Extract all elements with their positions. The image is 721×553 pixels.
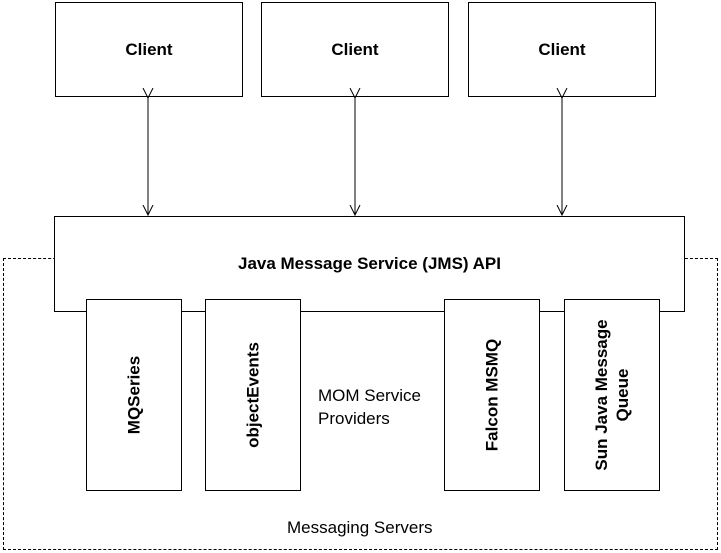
- provider-label-sun-java-message-queue: Sun Java Message Queue: [591, 319, 633, 470]
- provider-box-falcon-msmq: Falcon MSMQ: [444, 299, 540, 491]
- jms-api-box: Java Message Service (JMS) API: [54, 216, 685, 312]
- mom-label-line-2: Providers: [318, 409, 390, 428]
- provider-box-objectevents: objectEvents: [205, 299, 301, 491]
- provider-label-objectevents: objectEvents: [243, 342, 264, 448]
- client-box-1: Client: [55, 2, 243, 97]
- messaging-servers-label: Messaging Servers: [287, 518, 433, 537]
- client-box-3: Client: [468, 2, 656, 97]
- provider-label-line-1: Sun Java Message: [592, 319, 611, 471]
- provider-box-mqseries: MQSeries: [86, 299, 182, 491]
- jms-api-label: Java Message Service (JMS) API: [237, 254, 501, 273]
- provider-label-line: Falcon MSMQ: [482, 338, 502, 452]
- client-label-3: Client: [538, 39, 586, 59]
- client-label-2: Client: [331, 39, 379, 59]
- client-label-1: Client: [125, 39, 173, 59]
- provider-label-line: MQSeries: [124, 355, 144, 435]
- provider-label-line-2: Queue: [613, 368, 632, 422]
- provider-label-mqseries: MQSeries: [124, 356, 145, 434]
- client-box-2: Client: [261, 2, 449, 97]
- provider-label-line: objectEvents: [243, 342, 263, 448]
- provider-label-falcon-msmq: Falcon MSMQ: [482, 339, 503, 451]
- mom-service-providers-label: MOM Service Providers: [318, 384, 421, 430]
- mom-label-line-1: MOM Service: [318, 386, 421, 405]
- provider-box-sun-java-message-queue: Sun Java Message Queue: [564, 299, 660, 491]
